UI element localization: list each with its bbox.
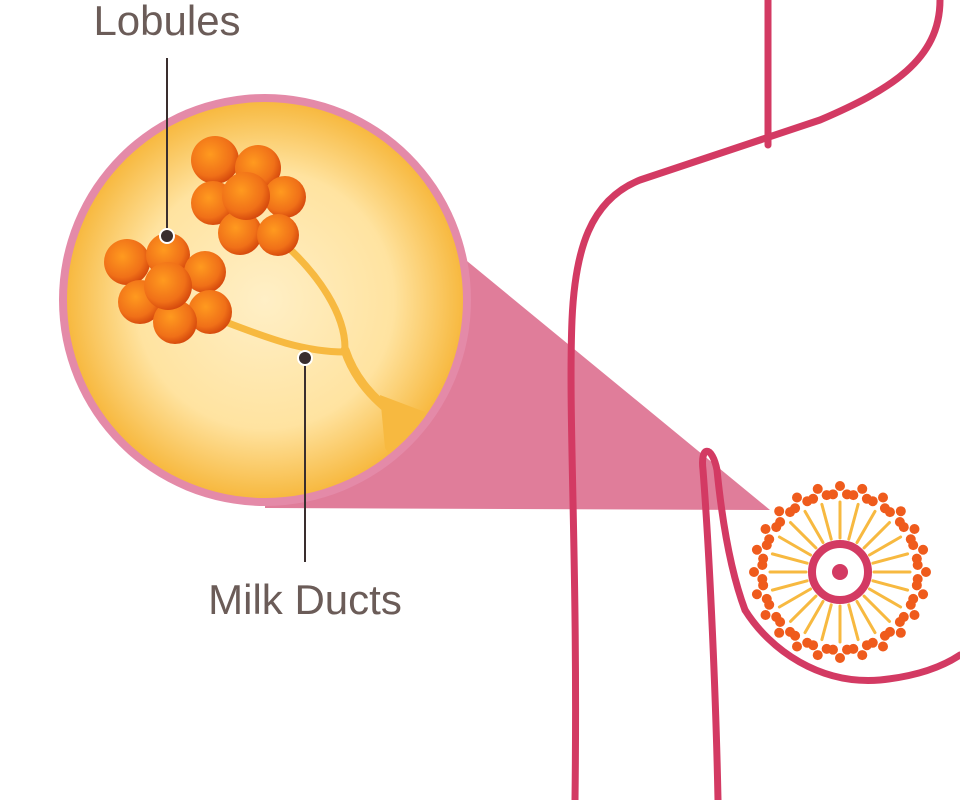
duct-ray [820,502,833,541]
duct-ray [803,509,825,545]
duct-ray [777,535,813,557]
nipple-lobule-dot [835,653,845,663]
nipple-lobule-dot [760,524,771,534]
lobule-sphere [144,262,192,310]
lobule-sphere [222,172,270,220]
nipple-lobule-dot [878,492,888,503]
lobule-sphere [153,300,197,344]
nipple-lobule-dot [812,650,823,661]
lobule-sphere [191,136,239,184]
nipple-lobule-dot [911,580,922,591]
duct-ray [871,552,910,565]
inner-arm-line [699,447,749,800]
breast-curve-line [741,606,960,684]
nipple-lobule-dot [812,483,823,494]
body-outline [567,0,960,800]
nipple-lobule-dot [909,610,920,620]
nipple-lobule-dot [764,534,775,545]
duct-ray [770,552,809,565]
leader-line-milk-ducts [297,350,313,562]
nipple-lobule-dot [857,483,868,494]
nipple-lobule-dot [848,490,859,501]
duct-ray [867,587,903,609]
nipple-lobule-dot [894,616,905,627]
nipple-lobule-dot [761,593,772,604]
duct-ray [777,587,813,609]
nipple-lobule-dot [792,641,802,652]
nipple-lobule-dot [775,517,786,528]
nipple-lobule-dot [771,611,782,622]
leader-dot-lobules [159,228,175,244]
nipple-lobule-dot [751,544,762,555]
nipple-lobule-dot [918,544,929,555]
duct-ray [803,599,825,635]
duct-ray [789,594,818,623]
nipple-lobule-dot [909,524,920,534]
lobule-cluster-lower [104,233,232,344]
label-milk-ducts: Milk Ducts [208,576,402,623]
lobule-cluster-upper [191,136,306,256]
duct-ray [867,535,903,557]
duct-ray [855,599,877,635]
nipple-lobule-dot [790,503,801,514]
nipple-lobule-dot [751,589,762,600]
duct-ray [770,579,809,592]
nipple-lobule-dot [884,507,895,518]
nipple-lobule-dot [808,493,819,504]
nipple-lobule-dot [878,641,888,652]
magnified-view [59,94,471,506]
nipple-lobule-dot [842,644,853,655]
leader-dot-milk-ducts [297,350,313,366]
nipple-lobule-dot [792,492,802,503]
nipple-center [832,564,848,580]
nipple-lobule-dot [749,567,759,577]
nipple-lobule-dot [774,506,785,517]
nipple-lobule-dot [757,574,768,585]
nipple-ductal-tree [749,481,931,663]
nipple-lobule-dot [908,540,919,551]
nipple-lobule-dot [918,589,929,600]
lobule-sphere [218,211,262,255]
duct-ray [862,521,891,550]
nipple-lobule-dot [760,610,771,620]
lobule-sphere [188,290,232,334]
nipple-lobule-dot [785,626,796,637]
lobule-sphere [184,251,226,293]
duct-ray [847,502,860,541]
nipple-lobule-dot [827,489,838,500]
nipple-lobule-dot [867,496,878,507]
lobule-sphere [257,214,299,256]
duct-ray [847,603,860,642]
lobule-sphere [264,176,306,218]
nipple-lobule-dot [898,522,909,533]
nipple-lobule-dot [895,506,906,517]
nipple-lobule-dot [758,553,769,564]
shoulder-torso-line [567,0,944,800]
nipple-lobule-dot [835,481,845,491]
nipple-lobule-dot [857,650,868,661]
nipple-lobule-dot [802,637,813,648]
nipple-lobule-dot [911,553,922,564]
duct-ray [855,509,877,545]
lobule-sphere [104,239,150,285]
label-lobules: Lobules [93,0,240,44]
nipple-lobule-dot [905,599,916,610]
duct-ray [862,594,891,623]
nipple-lobule-dot [774,627,785,638]
duct-ray [871,579,910,592]
leader-line-lobules [159,58,175,244]
nipple-lobule-dot [861,640,872,651]
duct-ray [820,603,833,642]
duct-ray [789,521,818,550]
nipple-lobule-dot [821,643,832,654]
nipple-lobule-dot [921,567,931,577]
nipple-lobule-dot [879,630,890,641]
nipple-lobule-dot [895,627,906,638]
